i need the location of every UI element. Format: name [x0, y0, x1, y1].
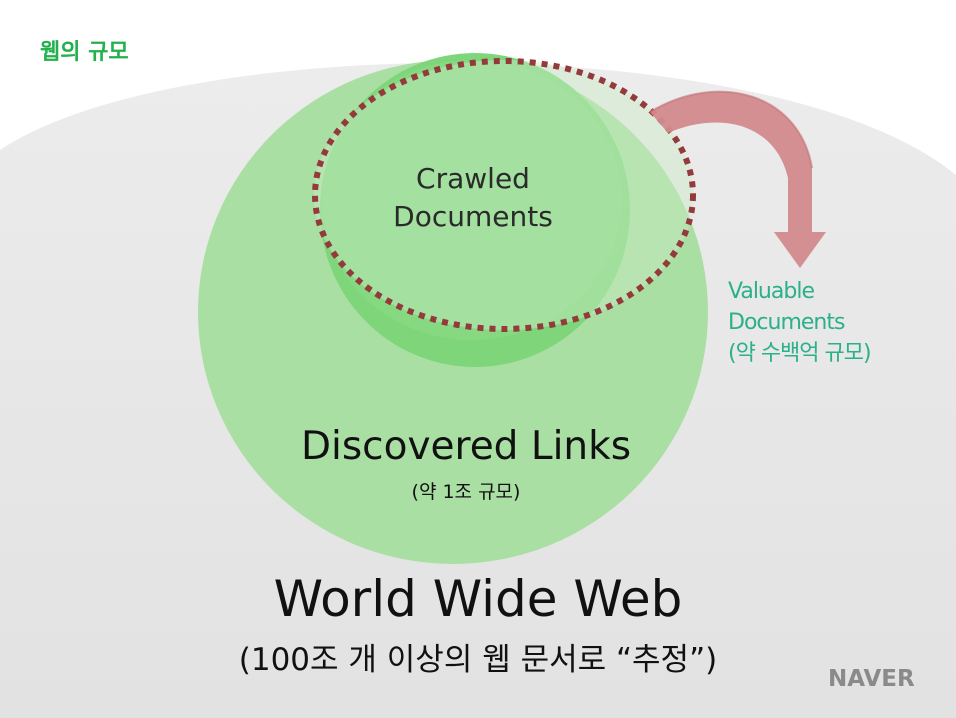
discovered-links-title: Discovered Links	[300, 424, 632, 469]
valuable-label-line2: Documents	[728, 310, 845, 335]
discovered-links-subtitle: (약 1조 규모)	[411, 481, 521, 503]
valuable-label-line1: Valuable	[728, 279, 815, 304]
crawled-label-line2: Documents	[393, 200, 553, 233]
world-wide-web-title: World Wide Web	[273, 570, 683, 628]
crawled-documents-highlight	[322, 60, 622, 340]
curved-arrow-icon	[649, 90, 826, 268]
world-wide-web-subtitle: (100조 개 이상의 웹 문서로 “추정”)	[238, 642, 718, 678]
naver-logo: NAVER	[828, 666, 915, 692]
crawled-label-line1: Crawled	[416, 162, 530, 195]
valuable-documents-fill	[314, 60, 694, 330]
crawled-documents-label: Crawled Documents	[378, 160, 568, 236]
valuable-documents-label: Valuable Documents (약 수백억 규모)	[728, 276, 872, 369]
valuable-documents-outline	[312, 58, 696, 332]
page-title: 웹의 규모	[40, 40, 129, 65]
valuable-label-line3: (약 수백억 규모)	[728, 341, 872, 366]
